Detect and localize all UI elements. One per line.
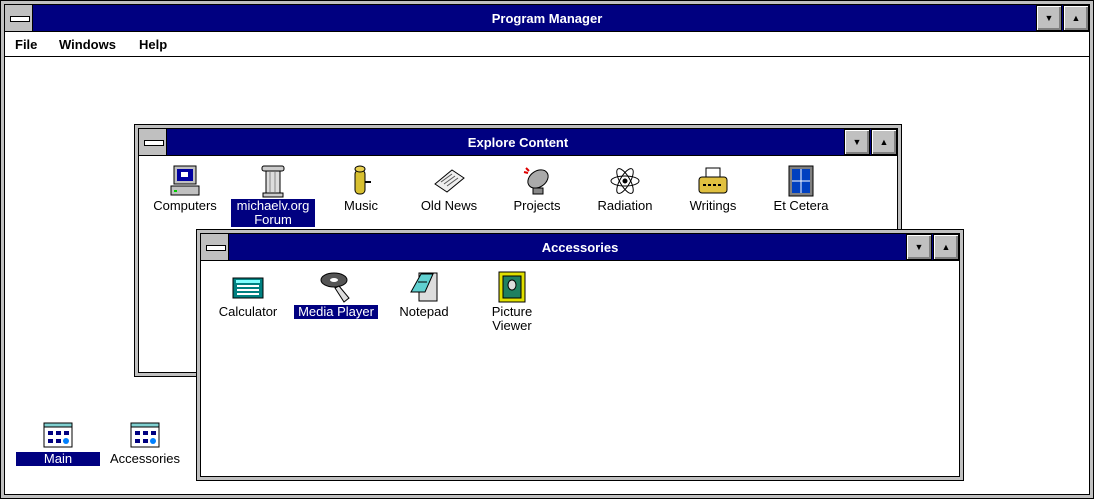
window-title: Explore Content — [467, 135, 569, 150]
system-menu-button[interactable] — [201, 234, 229, 260]
menu-file[interactable]: File — [15, 37, 38, 52]
window-picture-icon — [788, 165, 814, 197]
program-item-calculator[interactable]: Calculator — [205, 270, 291, 319]
newspaper-icon — [434, 169, 465, 193]
program-item-music[interactable]: Music — [318, 164, 404, 213]
item-label: Music — [344, 198, 378, 213]
minimize-button[interactable]: ▼ — [906, 234, 932, 260]
item-label: Et Cetera — [773, 198, 829, 213]
maximize-button[interactable]: ▲ — [933, 234, 959, 260]
group-label: Accessories — [109, 451, 181, 466]
item-label: michaelv.org Forum — [231, 199, 315, 227]
minimized-group-accessories[interactable]: Accessories — [102, 422, 188, 466]
system-menu-button[interactable] — [139, 129, 167, 155]
tuba-icon — [354, 165, 371, 195]
calculator-icon — [232, 277, 264, 299]
program-item-notepad[interactable]: Notepad — [381, 270, 467, 319]
program-item-old-news[interactable]: Old News — [406, 164, 492, 213]
program-manager-titlebar[interactable]: Program Manager ▼ ▲ — [5, 5, 1089, 32]
item-label: Media Player — [294, 305, 378, 319]
computer-icon — [170, 165, 200, 196]
program-item-picture-viewer[interactable]: Picture Viewer — [469, 270, 555, 333]
program-item-writings[interactable]: Writings — [670, 164, 756, 213]
minimize-button[interactable]: ▼ — [844, 129, 870, 155]
program-item-projects[interactable]: Projects — [494, 164, 580, 213]
group-label: Main — [16, 452, 100, 466]
window-title: Accessories — [541, 240, 619, 255]
framed-picture-icon — [498, 271, 526, 303]
item-label: Radiation — [597, 198, 653, 213]
satellite-dish-icon — [523, 167, 549, 195]
item-label: Picture Viewer — [491, 304, 533, 333]
explore-content-titlebar[interactable]: Explore Content ▼ ▲ — [139, 129, 897, 156]
film-reel-icon — [320, 272, 350, 303]
column-icon — [261, 165, 285, 198]
item-label: Notepad — [399, 304, 449, 319]
item-label: Projects — [513, 198, 561, 213]
menu-bar: File Windows Help — [5, 32, 1089, 57]
menu-windows[interactable]: Windows — [59, 37, 116, 52]
item-label: Computers — [153, 198, 217, 213]
accessories-window: Accessories ▼ ▲ Calculator Media Player … — [196, 229, 964, 481]
program-group-icon — [130, 422, 160, 448]
item-label: Writings — [689, 198, 737, 213]
maximize-button[interactable]: ▲ — [871, 129, 897, 155]
program-item-forum[interactable]: michaelv.org Forum — [230, 164, 316, 227]
window-title: Program Manager — [491, 11, 603, 26]
maximize-button[interactable]: ▲ — [1063, 5, 1089, 31]
minimize-button[interactable]: ▼ — [1036, 5, 1062, 31]
program-item-media-player[interactable]: Media Player — [293, 270, 379, 319]
notepad-icon — [410, 272, 438, 302]
typewriter-icon — [698, 167, 728, 194]
program-item-et-cetera[interactable]: Et Cetera — [758, 164, 844, 213]
system-menu-button[interactable] — [5, 5, 33, 31]
program-item-computers[interactable]: Computers — [142, 164, 228, 213]
item-label: Old News — [420, 198, 478, 213]
program-group-icon — [43, 422, 73, 448]
atom-icon — [610, 168, 640, 194]
minimized-group-main[interactable]: Main — [15, 422, 101, 466]
item-label: Calculator — [218, 304, 278, 319]
menu-help[interactable]: Help — [139, 37, 168, 52]
program-item-radiation[interactable]: Radiation — [582, 164, 668, 213]
accessories-titlebar[interactable]: Accessories ▼ ▲ — [201, 234, 959, 261]
